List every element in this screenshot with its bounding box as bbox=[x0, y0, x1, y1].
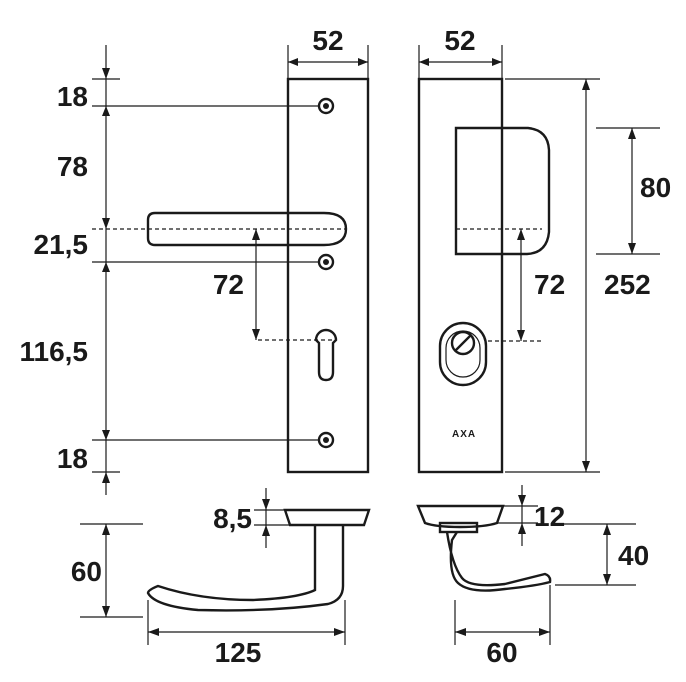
side-cylinder bbox=[438, 321, 488, 387]
dim-screw-to-handle: 78 bbox=[57, 151, 88, 182]
side-back-plate bbox=[417, 77, 504, 474]
dimension-labels: 52 52 18 78 21,5 72 116,5 18 80 252 72 8… bbox=[19, 25, 671, 668]
side-handle-block bbox=[454, 126, 551, 256]
right-handle-profile bbox=[445, 531, 552, 592]
dim-side-handle-length: 60 bbox=[486, 637, 517, 668]
front-view bbox=[146, 77, 370, 474]
bottom-profile-left bbox=[146, 508, 371, 612]
center-lines bbox=[92, 228, 542, 342]
extension-lines bbox=[80, 45, 660, 645]
bottom-profile-right bbox=[416, 504, 552, 592]
dim-side-rose-thickness: 12 bbox=[534, 501, 565, 532]
right-rose bbox=[416, 504, 505, 529]
dim-bottom-screw: 18 bbox=[57, 443, 88, 474]
dim-side-handle-projection: 40 bbox=[618, 540, 649, 571]
left-rose bbox=[283, 508, 371, 527]
top-screw bbox=[317, 97, 335, 115]
dim-top-screw: 18 bbox=[57, 81, 88, 112]
middle-screw bbox=[317, 253, 335, 271]
dim-handle-projection: 60 bbox=[71, 556, 102, 587]
dim-handle-length: 125 bbox=[215, 637, 262, 668]
side-view: AXA bbox=[417, 77, 551, 474]
dim-total-height: 252 bbox=[604, 269, 651, 300]
dim-side-lock-distance: 72 bbox=[534, 269, 565, 300]
right-rose-stem bbox=[438, 521, 479, 534]
dim-shield-block: 80 bbox=[640, 172, 671, 203]
dim-width-side: 52 bbox=[444, 25, 475, 56]
dim-width-front: 52 bbox=[312, 25, 343, 56]
dimension-lines bbox=[102, 45, 636, 636]
front-keyhole bbox=[314, 328, 338, 382]
bottom-screw bbox=[317, 431, 335, 449]
front-lever-handle bbox=[146, 211, 348, 247]
brand-label: AXA bbox=[452, 429, 476, 440]
dim-handle-to-lock: 72 bbox=[213, 269, 244, 300]
dim-rose-thickness: 8,5 bbox=[213, 503, 252, 534]
dim-handle-axis: 21,5 bbox=[34, 229, 89, 260]
dim-lower-span: 116,5 bbox=[19, 336, 88, 367]
left-handle-profile bbox=[146, 526, 345, 612]
front-back-plate bbox=[286, 77, 370, 474]
